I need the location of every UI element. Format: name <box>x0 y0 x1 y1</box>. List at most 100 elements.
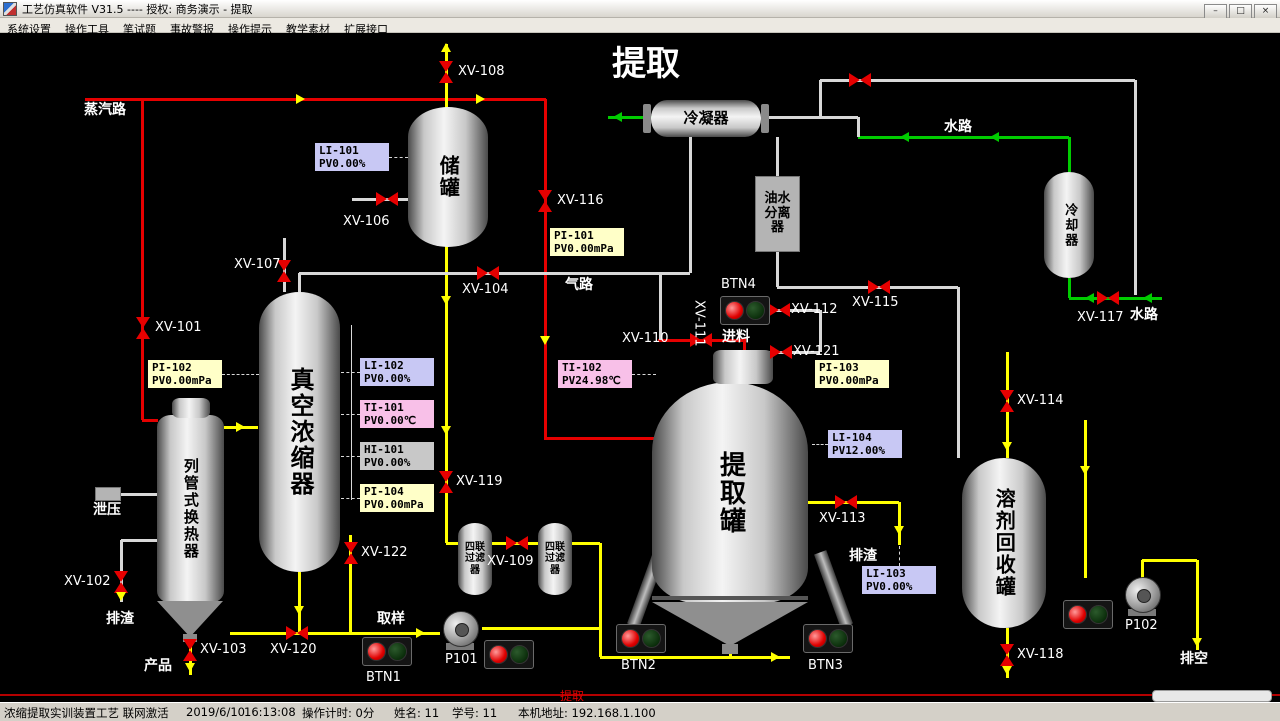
valve-xv-118[interactable] <box>1000 644 1014 666</box>
valve-wing <box>297 626 308 640</box>
pump-p101[interactable] <box>443 611 479 647</box>
button-panel-btn3[interactable] <box>803 624 853 653</box>
instrument-tag: LI-104 <box>832 431 872 444</box>
green-indicator-light[interactable] <box>510 645 529 664</box>
valve-wing <box>868 280 879 294</box>
button-panel-btn4[interactable] <box>720 296 770 325</box>
button-panel-btn2[interactable] <box>616 624 666 653</box>
valve-xv-116[interactable] <box>538 190 552 212</box>
flow-arrow <box>1080 466 1090 475</box>
green-indicator-light[interactable] <box>746 301 765 320</box>
green-indicator-light[interactable] <box>1089 605 1108 624</box>
status-field-7: 本机地址: 192.168.1.100 <box>518 706 656 720</box>
red-indicator-light[interactable] <box>1068 605 1087 624</box>
valve-xv-114[interactable] <box>1000 390 1014 412</box>
menu-item-2[interactable]: 操作工具 <box>65 23 109 36</box>
instrument-pv: PV0.00mPa <box>364 498 424 511</box>
valve-label: XV-120 <box>270 642 317 657</box>
pipe <box>689 135 692 273</box>
valve-wing <box>376 192 387 206</box>
menu-item-1[interactable]: 系统设置 <box>7 23 51 36</box>
valve-xv-106[interactable] <box>376 192 398 206</box>
valve-xv-104[interactable] <box>477 266 499 280</box>
app-icon <box>3 1 17 16</box>
horizontal-scrollbar-thumb[interactable] <box>1152 690 1272 702</box>
valve-wing <box>136 317 150 328</box>
red-indicator-light[interactable] <box>621 629 640 648</box>
pipe <box>898 502 901 545</box>
valve-wing <box>183 650 197 661</box>
tube-heat-exchanger-cone <box>157 601 223 637</box>
valve-wing <box>439 61 453 72</box>
menu-item-7[interactable]: 扩展接口 <box>344 23 388 36</box>
valve-wing <box>183 639 197 650</box>
menu-item-3[interactable]: 笔试题 <box>123 23 156 36</box>
valve-unlabeled[interactable] <box>849 73 871 87</box>
pipe <box>1134 80 1137 295</box>
valve-xv-110[interactable] <box>690 333 712 347</box>
maximize-button[interactable]: □ <box>1229 3 1252 20</box>
menu-item-6[interactable]: 教学素材 <box>286 23 330 36</box>
valve-xv-119[interactable] <box>439 471 453 493</box>
button-panel-btn1[interactable] <box>362 637 412 666</box>
extraction-tank: 提取罐 <box>652 382 808 604</box>
red-indicator-light[interactable] <box>725 301 744 320</box>
pipe <box>1068 278 1071 298</box>
valve-xv-113[interactable] <box>835 495 857 509</box>
pipe <box>777 286 958 289</box>
valve-label: XV-115 <box>852 295 899 310</box>
red-indicator-light[interactable] <box>367 642 386 661</box>
pump-p102[interactable] <box>1125 577 1161 613</box>
flow-arrow <box>185 663 195 672</box>
page-tab[interactable]: 提取 <box>560 689 585 703</box>
instrument-tag: PI-102 <box>152 361 192 374</box>
pipe <box>1142 559 1197 562</box>
text-label: 泄压 <box>93 502 121 518</box>
valve-wing <box>1097 291 1108 305</box>
filter-b-label: 四联 过滤 器 <box>545 542 565 576</box>
valve-xv-102[interactable] <box>114 571 128 593</box>
menu-item-4[interactable]: 事故警报 <box>170 23 214 36</box>
pipe <box>762 116 858 119</box>
button-panel-p101-aux[interactable] <box>484 640 534 669</box>
valve-label: XV-103 <box>200 642 247 657</box>
valve-xv-103[interactable] <box>183 639 197 661</box>
valve-xv-122[interactable] <box>344 542 358 564</box>
flow-arrow <box>540 336 550 345</box>
vacuum-concentrator-label: 真空浓缩器 <box>285 367 314 497</box>
green-indicator-light[interactable] <box>388 642 407 661</box>
instrument-pv: PV0.00℃ <box>364 414 417 427</box>
valve-wing <box>846 495 857 509</box>
pipe <box>858 136 1069 139</box>
valve-xv-117[interactable] <box>1097 291 1119 305</box>
red-indicator-light[interactable] <box>489 645 508 664</box>
green-indicator-light[interactable] <box>829 629 848 648</box>
valve-wing <box>1108 291 1119 305</box>
button-panel-p102-aux[interactable] <box>1063 600 1113 629</box>
valve-xv-112[interactable] <box>768 303 790 317</box>
pipe <box>857 117 860 137</box>
valve-xv-121[interactable] <box>770 345 792 359</box>
valve-xv-101[interactable] <box>136 317 150 339</box>
valve-xv-108[interactable] <box>439 61 453 83</box>
pump-hub <box>1137 589 1151 603</box>
valve-xv-120[interactable] <box>286 626 308 640</box>
menu-item-5[interactable]: 操作提示 <box>228 23 272 36</box>
red-indicator-light[interactable] <box>808 629 827 648</box>
green-indicator-light[interactable] <box>642 629 661 648</box>
flow-arrow <box>441 426 451 435</box>
valve-xv-109[interactable] <box>506 536 528 550</box>
valve-xv-115[interactable] <box>868 280 890 294</box>
button-label: BTN1 <box>366 670 401 685</box>
